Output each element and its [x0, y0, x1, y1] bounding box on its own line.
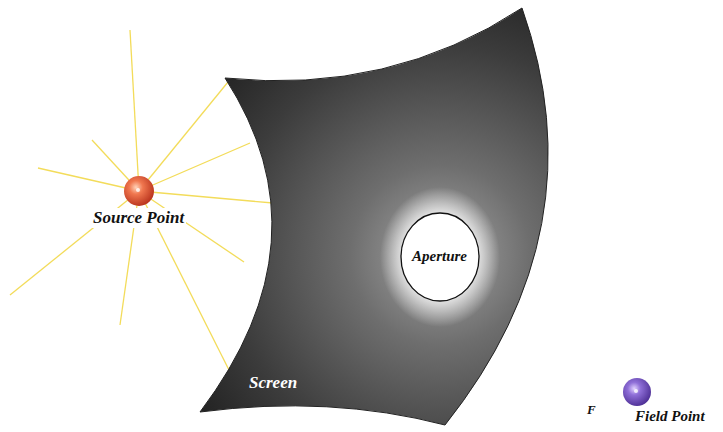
sphere-highlight [136, 188, 140, 192]
sphere-highlight [634, 389, 638, 393]
screen-shape: Screen Aperture [195, 5, 595, 432]
ray [139, 143, 250, 191]
point-letter: F [587, 402, 596, 418]
ray [139, 191, 273, 203]
ray [38, 168, 139, 191]
field-point: Field Point [600, 376, 716, 430]
node-label: Field Point [633, 407, 707, 425]
sphere [124, 176, 154, 206]
screen-outline [200, 8, 548, 425]
ray [130, 30, 139, 191]
sphere [623, 378, 651, 406]
node-label: Aperture [410, 247, 469, 265]
ray [139, 82, 228, 191]
source-point: Source Point [80, 174, 200, 232]
aperture-opening: Aperture [400, 212, 480, 302]
node-label: Source Point [91, 208, 186, 228]
node-label: Screen [247, 373, 299, 393]
screen-shape-graphic [195, 5, 595, 432]
ray [10, 191, 139, 295]
aperture-ellipse [401, 213, 479, 301]
aperture-glow [380, 187, 500, 327]
